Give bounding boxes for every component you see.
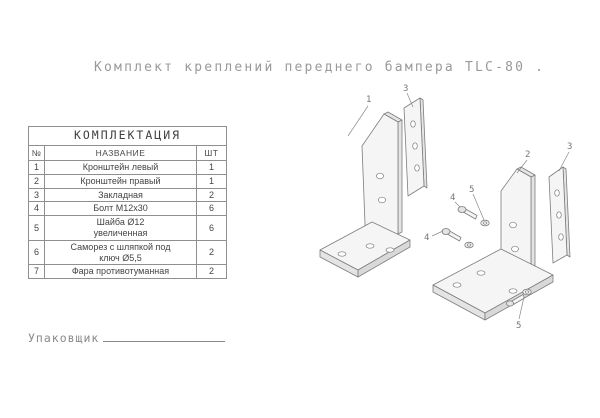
table-row: 2 Кронштейн правый 1 — [28, 173, 227, 189]
left-bracket-drawing: 1 3 — [319, 84, 428, 278]
callout-label: 1 — [366, 95, 371, 105]
washer-part — [522, 288, 532, 296]
bolt-part — [441, 228, 462, 242]
bolt-part — [506, 294, 525, 307]
cell-num: 7 — [28, 264, 45, 280]
bolt-part — [457, 206, 478, 220]
cell-qty: 1 — [196, 160, 227, 175]
col-header-name: НАЗВАНИЕ — [44, 145, 197, 161]
cell-name: Шайба Ø12 увеличенная — [44, 215, 197, 241]
left-bracket-web — [361, 111, 403, 251]
callout-label: 4 — [424, 233, 429, 243]
callout-label: 2 — [525, 150, 530, 160]
cell-qty: 1 — [196, 173, 227, 189]
table-row: 3 Закладная 2 — [28, 187, 227, 203]
callouts: 3 2 5 4 4 5 — [424, 142, 572, 331]
table-row: 4 Болт М12х30 6 — [28, 201, 227, 217]
callout-label: 5 — [469, 185, 474, 195]
col-header-qty: ШТ — [196, 145, 227, 161]
cell-qty: 2 — [196, 239, 227, 266]
table-row: 5 Шайба Ø12 увеличенная 6 — [28, 215, 227, 241]
packer-signature-line — [103, 330, 226, 342]
table-row: 6 Саморез с шляпкой под ключ Ø5,5 2 — [28, 239, 227, 266]
packer-label: Упаковщик — [28, 331, 100, 345]
cell-name: Закладная — [44, 187, 197, 203]
cell-qty: 6 — [196, 215, 227, 241]
cell-name: Кронштейн правый — [44, 173, 197, 189]
cell-name: Саморез с шляпкой под ключ Ø5,5 — [44, 239, 197, 266]
cell-name: Фара противотуманная — [44, 264, 197, 280]
embedded-plate-part — [403, 97, 428, 197]
callout-label: 3 — [567, 142, 572, 152]
cell-qty: 2 — [196, 187, 227, 203]
callout-label: 3 — [403, 84, 408, 94]
cell-num: 4 — [28, 201, 45, 217]
callouts: 1 3 — [347, 84, 414, 137]
washer-part — [480, 219, 490, 227]
sheet-title: Комплект креплений переднего бампера TLC… — [94, 60, 546, 75]
washer-part — [464, 241, 474, 249]
cell-num: 6 — [28, 239, 45, 266]
embedded-plate-part — [548, 166, 571, 264]
cell-name: Кронштейн левый — [44, 160, 197, 175]
callout-label: 5 — [516, 321, 521, 331]
cell-name: Болт М12х30 — [44, 201, 197, 217]
cell-qty: 2 — [196, 264, 227, 280]
cell-num: 5 — [28, 215, 45, 241]
packer-row: Упаковщик — [28, 330, 226, 345]
table-header-row: № НАЗВАНИЕ ШТ — [28, 145, 227, 161]
callout-label: 4 — [450, 193, 455, 203]
cell-qty: 6 — [196, 201, 227, 217]
parts-table: КОМПЛЕКТАЦИЯ № НАЗВАНИЕ ШТ 1 Кронштейн л… — [28, 126, 227, 280]
cell-num: 3 — [28, 187, 45, 203]
col-header-num: № — [28, 145, 45, 161]
cell-num: 2 — [28, 173, 45, 189]
table-row: 1 Кронштейн левый 1 — [28, 160, 227, 175]
cell-num: 1 — [28, 160, 45, 175]
left-bracket-base — [319, 221, 411, 278]
right-bracket-drawing: 3 2 5 4 4 5 — [424, 142, 572, 331]
table-title-row: КОМПЛЕКТАЦИЯ — [28, 126, 227, 146]
table-row: 7 Фара противотуманная 2 — [28, 264, 227, 280]
table-title: КОМПЛЕКТАЦИЯ — [28, 126, 227, 146]
